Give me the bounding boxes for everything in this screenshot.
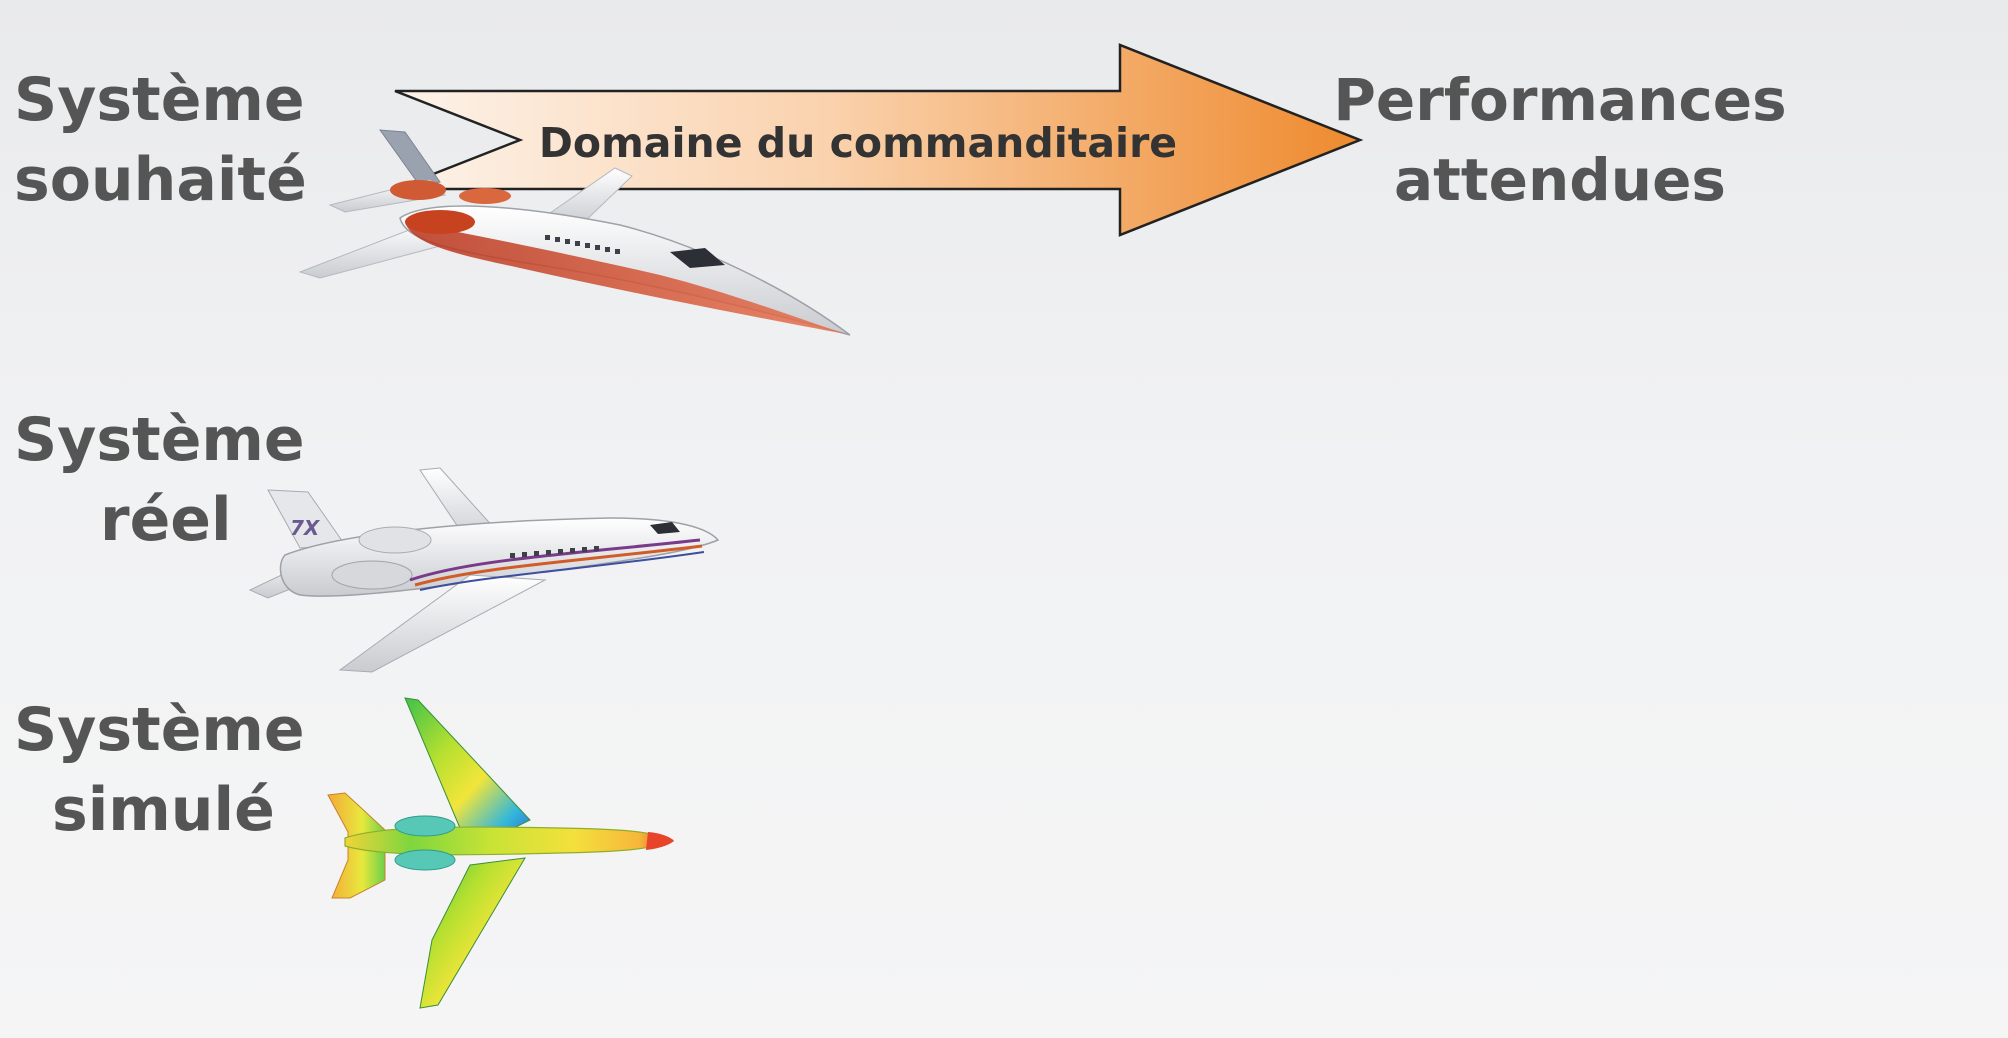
real-system-label-line1: Système [14, 405, 305, 475]
real-aircraft-image: 7X [248, 467, 720, 673]
simulated-aircraft-image [327, 697, 674, 1009]
svg-text:7X: 7X [290, 516, 321, 540]
sponsor-domain-arrow: Domaine du commanditaire [394, 43, 1364, 237]
real-system-label-line2: réel [100, 485, 232, 555]
desired-system-label-line2: souhaité [14, 145, 307, 215]
desired-system-label: Système souhaité [14, 60, 334, 220]
real-system-label: Système réel [14, 400, 334, 560]
expected-performance-label-line2: attendues [1394, 146, 1726, 214]
desired-aircraft-image [298, 129, 851, 336]
expected-performance-label-line1: Performances [1333, 66, 1787, 134]
simulated-system-label-line2: simulé [52, 775, 275, 845]
simulated-system-label: Système simulé [14, 690, 334, 850]
sponsor-domain-label: Domaine du commanditaire [539, 119, 1177, 167]
expected-performance-label: Performances attendues [1330, 60, 1790, 220]
desired-system-label-line1: Système [14, 65, 305, 135]
simulated-system-label-line1: Système [14, 695, 305, 765]
